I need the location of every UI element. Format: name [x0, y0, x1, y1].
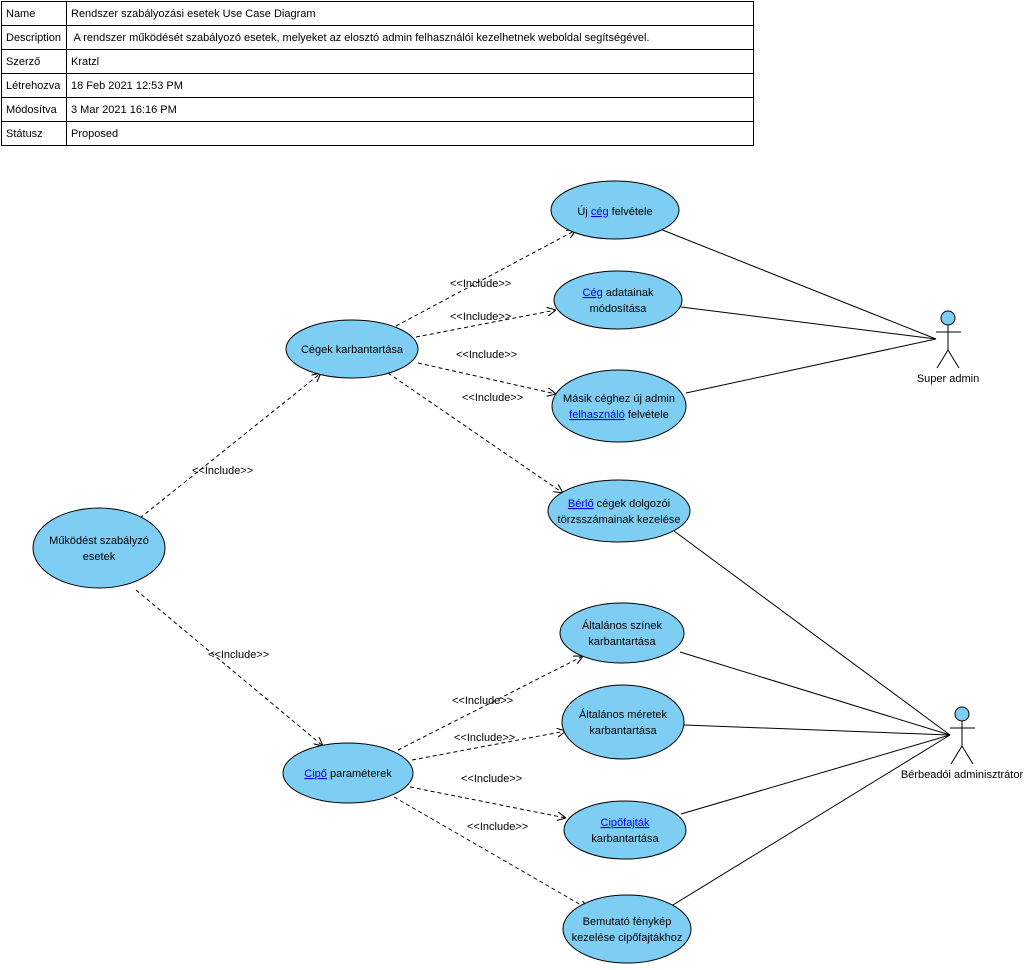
actor-head-icon	[940, 310, 956, 326]
usecase-label: karbantartása	[588, 636, 656, 648]
usecase-label: Működést szabályzó	[49, 535, 149, 547]
property-key: Létrehozva	[1, 73, 67, 98]
include-label: <<Include>>	[450, 311, 511, 323]
usecase-fenykep[interactable]: Bemutató fénykép kezelése cipőfajtákhoz	[562, 894, 692, 964]
property-value: Proposed	[66, 121, 754, 146]
usecase-label: karbantartása	[589, 725, 657, 737]
include-arrow-cegek-uj-ceg	[395, 230, 576, 327]
association-berbeado-cipofajtak	[680, 734, 951, 815]
property-key: Szerző	[1, 49, 67, 74]
include-arrow-cegek-ceg-adat	[415, 310, 556, 338]
usecase-label: Cég adatainak	[583, 287, 654, 299]
usecase-label: módosítása	[590, 303, 648, 315]
usecase-label: Cipő paraméterek	[304, 768, 392, 780]
association-super-admin-uj-ceg	[659, 228, 937, 340]
usecase-cegek[interactable]: Cégek karbantartása	[285, 319, 419, 379]
link-ceg-adat[interactable]: Cég	[583, 287, 603, 299]
association-berbeado-szinek	[679, 651, 951, 736]
include-label: <<Include>>	[192, 465, 253, 477]
include-arrow-mukodest-cipo	[135, 589, 323, 746]
include-label: <<Include>>	[450, 278, 511, 290]
link-cipo[interactable]: Cipő	[304, 768, 327, 780]
include-label: <<Include>>	[454, 732, 515, 744]
usecase-label: Bemutató fénykép	[583, 916, 672, 928]
property-key: Módosítva	[1, 97, 67, 122]
usecase-label: Cipőfajták	[601, 817, 650, 829]
usecase-label: karbantartása	[591, 833, 659, 845]
usecase-berlo[interactable]: Bérlő cégek dolgozói törzsszámainak keze…	[547, 479, 691, 543]
usecase-label: Új cég felvétele	[577, 205, 652, 218]
usecase-label: Másik céghez új admin	[563, 393, 675, 405]
usecase-meretek[interactable]: Általános méretek karbantartása	[561, 684, 685, 760]
usecase-ceg-adat[interactable]: Cég adatainak módosítása	[553, 270, 683, 330]
usecase-label: Általános méretek	[579, 708, 668, 721]
include-label: <<Include>>	[461, 773, 522, 785]
link-cipofajtak[interactable]: Cipőfajták	[601, 817, 650, 829]
properties-row-description: Description A rendszer működését szabály…	[1, 25, 754, 50]
link-felhasznalo[interactable]: felhasználó	[569, 409, 625, 421]
include-arrow-cegek-berlo	[387, 372, 563, 493]
usecase-mukodest[interactable]: Működést szabályzó esetek	[32, 507, 166, 589]
property-value: A rendszer működését szabályozó esetek, …	[66, 25, 754, 50]
usecase-label: törzsszámainak kezelése	[558, 514, 681, 526]
usecase-cipo[interactable]: Cipő paraméterek	[282, 742, 414, 804]
include-arrow-cipo-cipofajtak	[409, 786, 566, 818]
actor-super-admin[interactable]	[936, 310, 961, 369]
association-super-admin-ceg-adat	[680, 306, 937, 340]
usecase-szinek[interactable]: Általános színek karbantartása	[559, 602, 685, 664]
actor-label-super-admin: Super admin	[917, 373, 979, 385]
include-dependencies	[135, 230, 588, 909]
usecase-label: Általános színek	[582, 619, 663, 632]
association-berbeado-meretek	[683, 724, 951, 736]
include-label: <<Include>>	[456, 349, 517, 361]
usecase-label: felhasználó felvétele	[569, 409, 669, 421]
include-label: <<Include>>	[462, 392, 523, 404]
include-arrow-cipo-meretek	[411, 731, 566, 761]
association-berbeado-berlo	[673, 530, 951, 736]
include-arrow-mukodest-cegek	[139, 373, 321, 519]
usecase-uj-ceg[interactable]: Új cég felvétele	[550, 180, 680, 240]
include-label: <<Include>>	[208, 649, 269, 661]
link-ceg[interactable]: cég	[591, 206, 609, 218]
usecase-label: kezelése cipőfajtákhoz	[572, 932, 683, 944]
actor-berbeado[interactable]	[950, 706, 975, 765]
association-super-admin-masik-ceg	[685, 338, 937, 394]
associations	[659, 228, 951, 909]
actor-label-berbeado: Bérbeadói adminisztrátor	[901, 769, 1024, 781]
property-value: Rendszer szabályozási esetek Use Case Di…	[66, 1, 754, 26]
include-label: <<Include>>	[467, 821, 528, 833]
usecase-label: esetek	[83, 551, 116, 563]
include-labels: <<Include>> <<Include>> <<Include>> <<In…	[192, 278, 528, 833]
actor-head-icon	[954, 706, 970, 722]
property-key: Státusz	[1, 121, 67, 146]
usecase-masik-ceg[interactable]: Másik céghez új admin felhasználó felvét…	[551, 369, 687, 443]
include-arrow-cegek-masik-ceg	[417, 362, 556, 394]
usecase-label: Bérlő cégek dolgozói	[568, 498, 670, 510]
include-label: <<Include>>	[452, 695, 513, 707]
association-berbeado-fenykep	[667, 734, 951, 909]
include-arrow-cipo-fenykep	[393, 796, 588, 909]
link-berlo[interactable]: Bérlő	[568, 498, 594, 510]
usecase-label: Cégek karbantartása	[301, 344, 404, 356]
usecase-cipofajtak[interactable]: Cipőfajták karbantartása	[563, 800, 687, 860]
property-key: Name	[1, 1, 67, 26]
